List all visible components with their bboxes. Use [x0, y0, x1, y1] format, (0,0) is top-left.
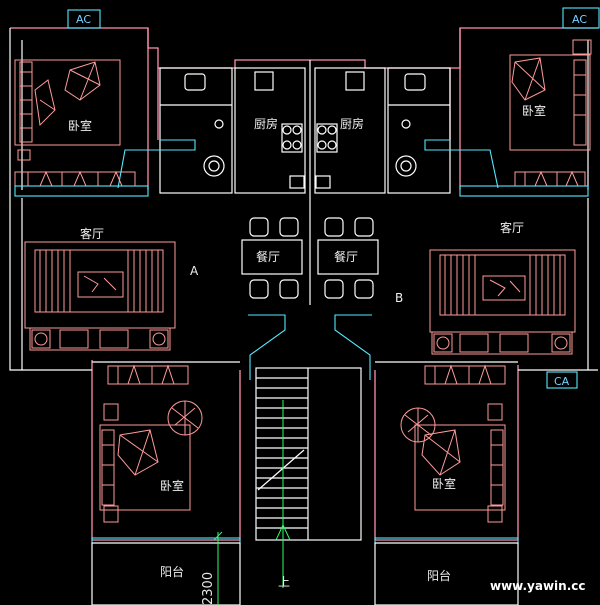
ca-tag: CA [554, 375, 570, 388]
living-room-right: 客厅 [429, 220, 576, 355]
label-bedroom-bl: 卧室 [160, 478, 184, 493]
label-bedroom-tr: 卧室 [522, 103, 546, 118]
bathroom-left [117, 67, 233, 194]
ac-unit-top-left: AC [67, 9, 101, 29]
label-dining-left: 餐厅 [256, 249, 280, 264]
kitchen-right: 厨房 [314, 67, 386, 194]
dining-left: 餐厅 [241, 217, 303, 299]
unit-a-marker: A [190, 264, 199, 278]
bathroom-right [387, 67, 499, 194]
unit-b-marker: B [395, 291, 403, 305]
lower-walls [22, 360, 588, 541]
dining-right: 餐厅 [317, 217, 379, 299]
label-bedroom-br: 卧室 [432, 476, 456, 491]
label-living-left: 客厅 [80, 226, 104, 241]
dimension-label: 2300 [201, 572, 216, 605]
label-dining-right: 餐厅 [334, 249, 358, 264]
label-balcony-left: 阳台 [160, 564, 184, 579]
label-balcony-right: 阳台 [427, 568, 451, 583]
balcony-left: 阳台 [91, 537, 241, 605]
ac-tag: AC [76, 13, 91, 26]
label-kitchen-right: 厨房 [340, 116, 364, 131]
bedroom-bottom-right: 卧室 [400, 364, 506, 523]
outer-walls [9, 27, 598, 371]
bedroom-top-left: 卧室 [14, 59, 149, 197]
kitchen-left: 厨房 [234, 67, 306, 194]
label-stairs-up: 上 [278, 575, 290, 589]
ac-unit-mid-right: CA [546, 371, 578, 389]
label-kitchen-left: 厨房 [254, 116, 278, 131]
balcony-right: 阳台 [374, 537, 519, 605]
label-living-right: 客厅 [500, 220, 524, 235]
bedroom-top-right: 卧室 [459, 39, 592, 197]
label-bedroom-tl: 卧室 [68, 118, 92, 133]
ac-tag-right: AC [572, 13, 587, 26]
ac-unit-top-right: AC [562, 7, 600, 29]
watermark: www.yawin.cc [490, 579, 586, 593]
living-room-left: 客厅 [24, 226, 176, 351]
staircase: 上 [248, 314, 372, 589]
dimension-2300: 2300 [201, 531, 223, 605]
bedroom-bottom-left: 卧室 [99, 364, 203, 523]
